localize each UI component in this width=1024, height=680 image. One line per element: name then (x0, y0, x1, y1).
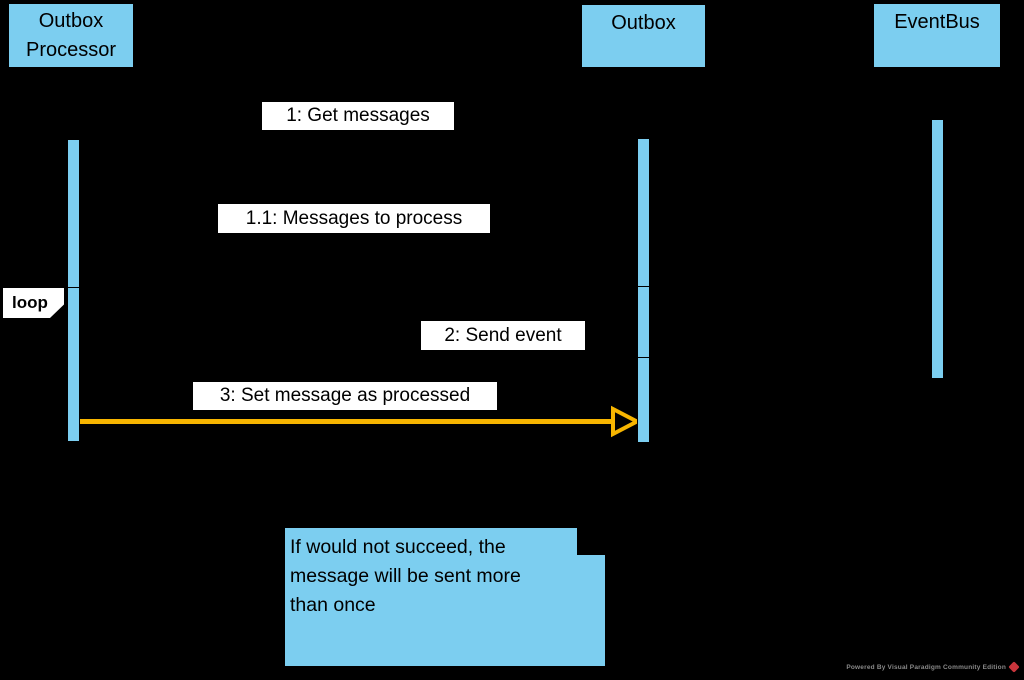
visual-paradigm-logo-icon (1008, 661, 1020, 673)
message-3-arrow-head-icon (611, 405, 642, 438)
participant-outbox-processor: Outbox Processor (8, 3, 134, 68)
note: If would not succeed, the message will b… (285, 528, 605, 666)
message-1-1-label-text: 1.1: Messages to process (245, 208, 463, 229)
watermark-text: Powered By Visual Paradigm Community Edi… (846, 663, 1006, 671)
note-line: message will be sent more (290, 565, 521, 587)
activation-outbox-processor-segment-1 (67, 139, 80, 288)
activation-eventbus (931, 119, 944, 379)
participant-outbox: Outbox (581, 4, 706, 68)
message-1-1-label: 1.1: Messages to process (218, 204, 490, 233)
activation-outbox-segment-2 (637, 286, 650, 358)
message-2-label-text: 2: Send event (444, 325, 562, 346)
participant-eventbus: EventBus (873, 3, 1001, 68)
participant-outbox-label: Outbox (611, 12, 676, 34)
message-1-label-text: 1: Get messages (286, 105, 430, 126)
message-1-label: 1: Get messages (262, 102, 454, 130)
loop-fragment-label-text: loop (12, 293, 48, 312)
loop-fragment-label: loop (3, 288, 64, 318)
participant-outbox-processor-label-line2: Processor (25, 38, 117, 61)
activation-outbox-segment-3 (637, 357, 650, 443)
watermark: Powered By Visual Paradigm Community Edi… (846, 660, 1020, 674)
message-2-label: 2: Send event (421, 321, 585, 350)
note-line: If would not succeed, the (290, 536, 506, 558)
message-3-label-text: 3: Set message as processed (219, 385, 471, 406)
participant-outbox-processor-label-line1: Outbox (38, 9, 104, 32)
note-line: than once (290, 594, 376, 616)
participant-eventbus-label: EventBus (894, 11, 980, 33)
activation-outbox-segment-1 (637, 138, 650, 287)
message-3-label: 3: Set message as processed (193, 382, 497, 410)
activation-outbox-processor-segment-2 (67, 287, 80, 442)
